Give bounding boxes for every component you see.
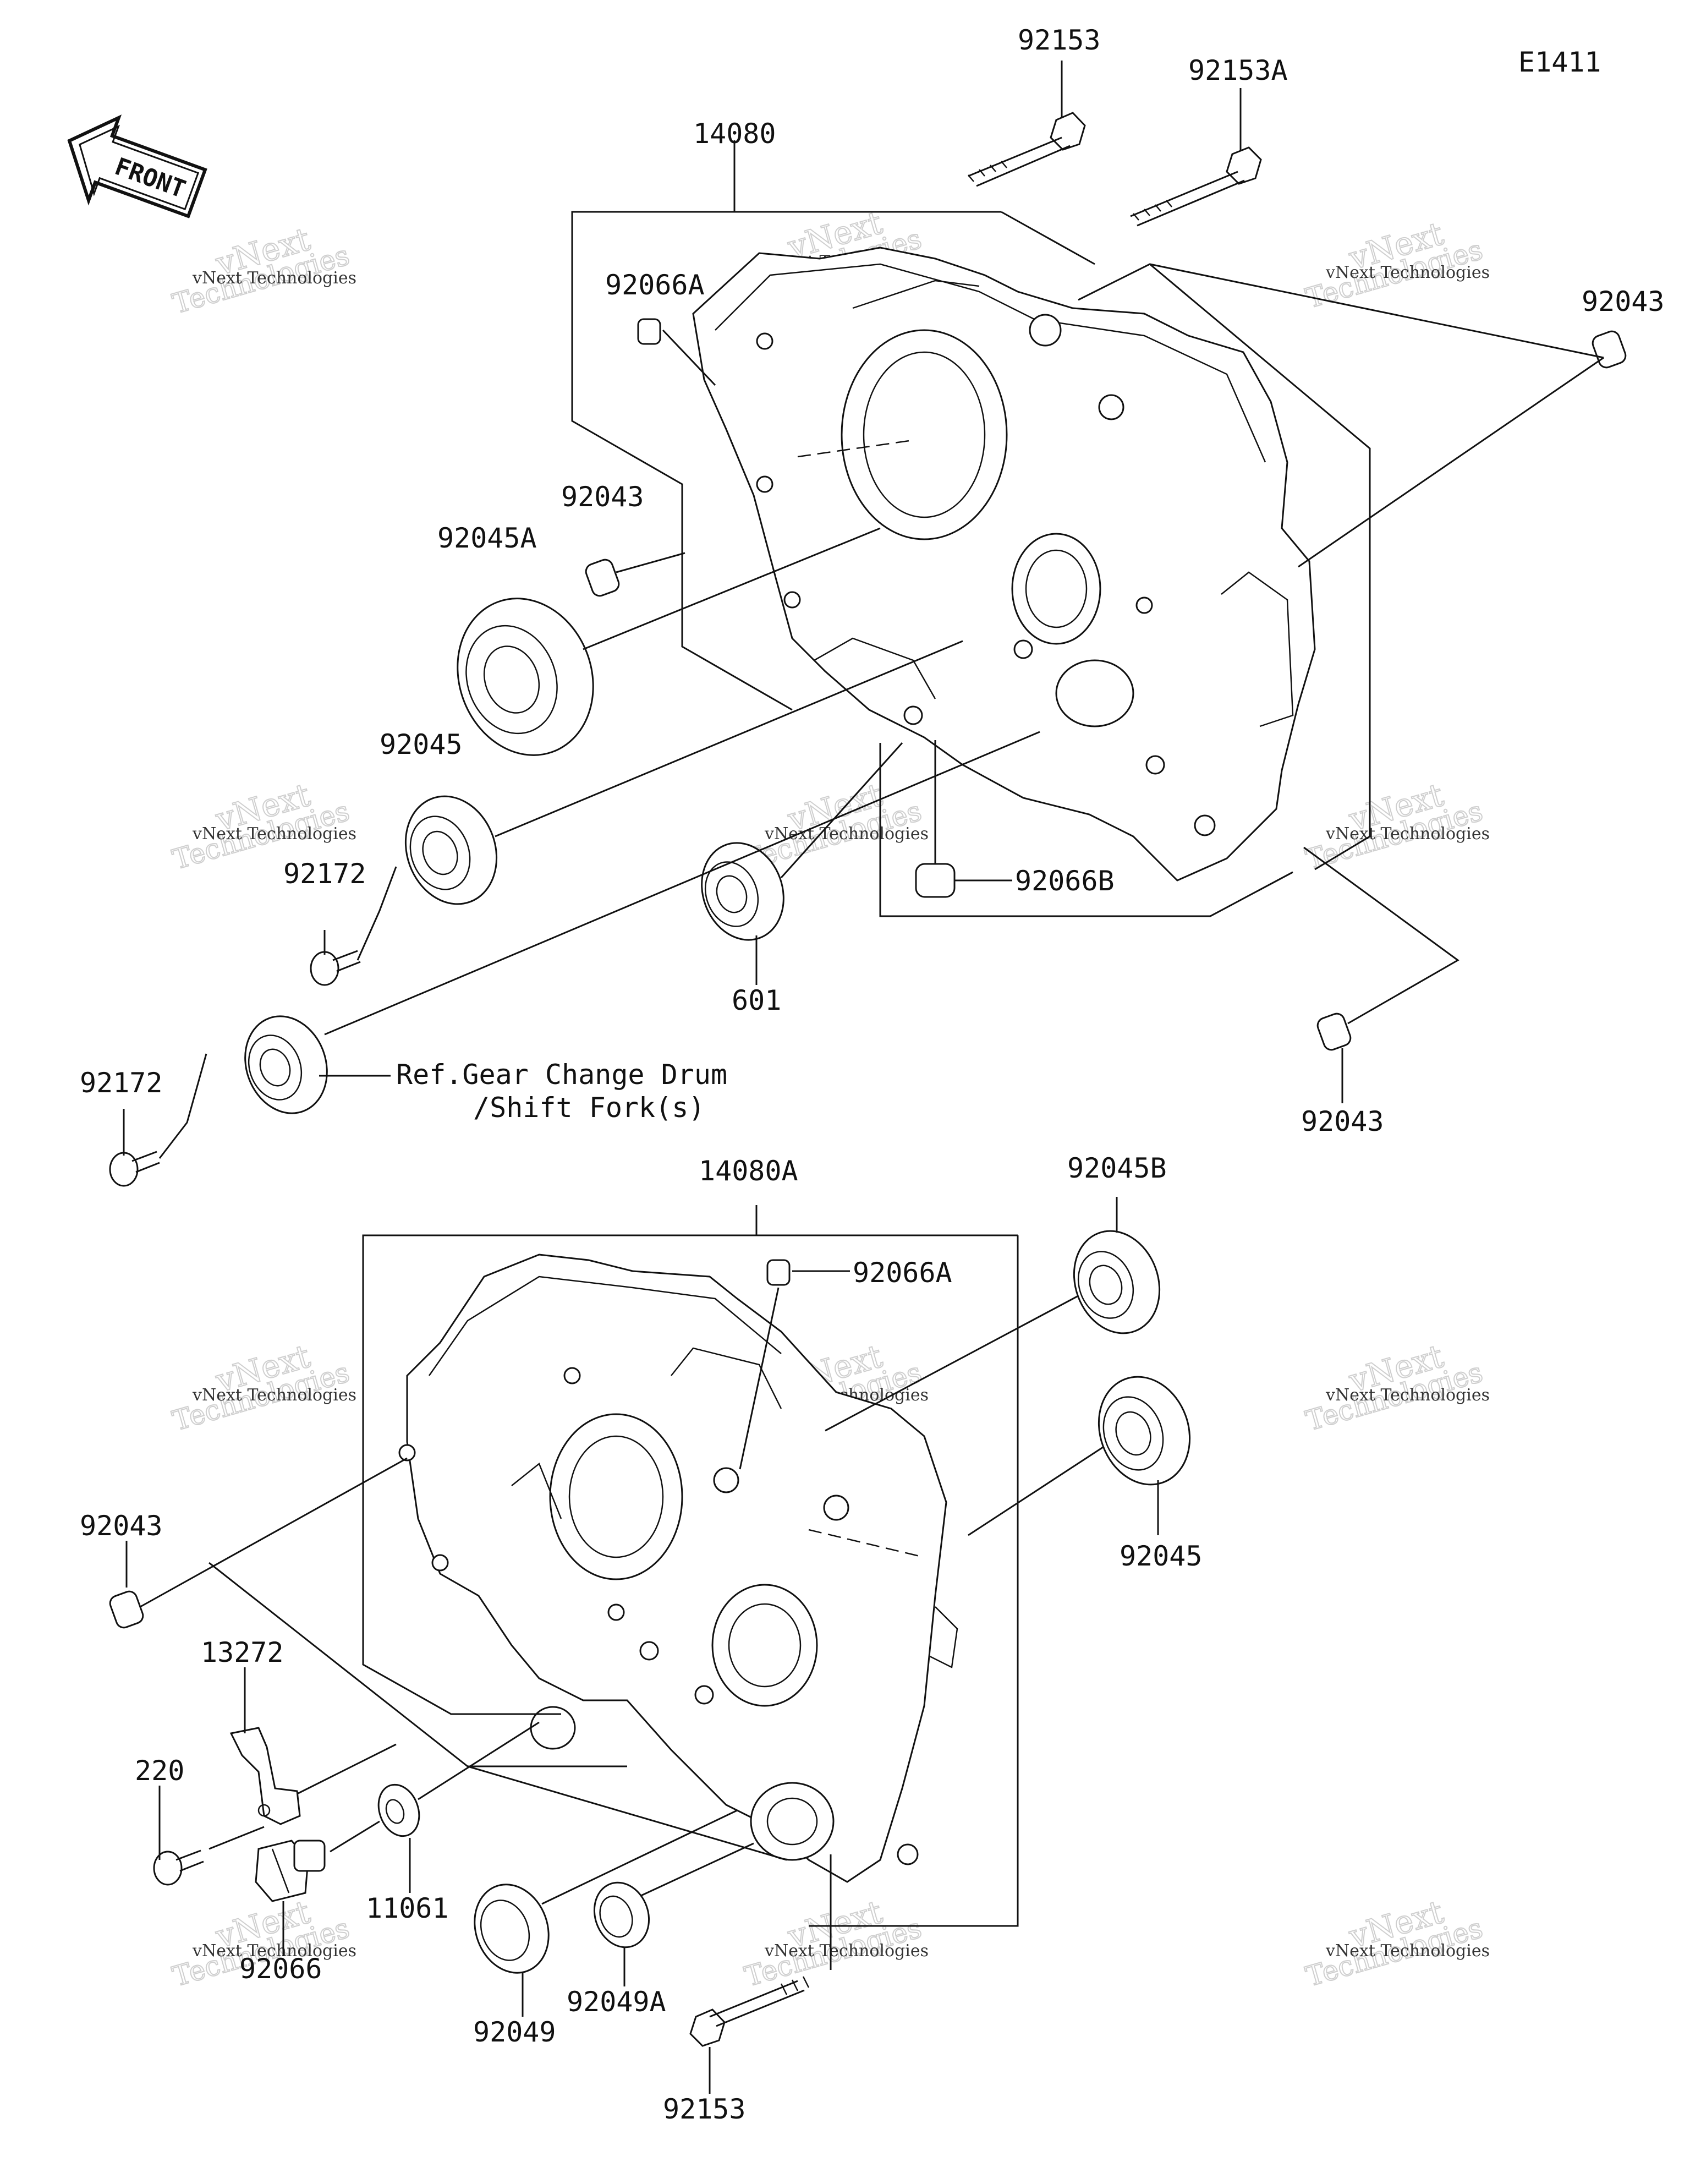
- dowel-92066A-top: [637, 318, 661, 345]
- label-92153A: 92153A: [1188, 54, 1288, 86]
- drain-plug-92066: [255, 1840, 326, 1902]
- watermark-text: vNext Technologies: [764, 1941, 929, 1961]
- watermark-text: vNext Technologies: [1325, 1941, 1490, 1961]
- diagram-code: E1411: [1518, 46, 1601, 78]
- leader-lines: [123, 61, 1604, 2094]
- bearing-601: [701, 842, 784, 941]
- washer-11061: [377, 1783, 420, 1837]
- label-92045-right: 92045: [1120, 1540, 1203, 1572]
- screw-92172-b: [109, 1151, 160, 1187]
- label-92172-a: 92172: [283, 858, 366, 890]
- label-92045B: 92045B: [1067, 1152, 1167, 1184]
- label-92045-left: 92045: [380, 729, 463, 760]
- bracket-13272: [229, 1727, 301, 1825]
- dowel-92066A-bottom: [766, 1259, 791, 1286]
- oil-seal-92049: [474, 1884, 550, 1974]
- label-14080A: 14080A: [699, 1155, 798, 1187]
- label-13272: 13272: [201, 1636, 284, 1668]
- label-220: 220: [135, 1755, 184, 1787]
- dowel-92043-lower-right: [1316, 1012, 1352, 1051]
- label-92049A: 92049A: [567, 1986, 666, 2018]
- dowel-92043-right: [1592, 330, 1627, 369]
- label-92045A: 92045A: [437, 522, 537, 554]
- label-11061: 11061: [366, 1892, 449, 1924]
- watermark-text: vNext Technologies: [1325, 824, 1490, 844]
- watermark-text: vNext Technologies: [192, 1386, 356, 1405]
- label-ref-line1: Ref.Gear Change Drum: [396, 1059, 727, 1091]
- crankcase-upper: [692, 247, 1316, 882]
- dowel-92043-mid: [585, 559, 620, 597]
- watermark-text: vNext Technologies: [192, 824, 356, 844]
- watermark: vNext Technologies vNext Technologies: [168, 220, 356, 320]
- label-92066B: 92066B: [1015, 865, 1115, 897]
- watermark: vNext Technologies vNext Technologies: [1302, 1337, 1490, 1437]
- part-labels: 92153 92153A 14080 92066A 92043 92043 92…: [80, 24, 1665, 2125]
- bearing-92045-left: [404, 795, 498, 905]
- screw-220: [153, 1849, 204, 1886]
- bolt-92153-bottom: [689, 1976, 810, 2047]
- oil-seal-92049A: [593, 1881, 650, 1948]
- label-92066A-bottom: 92066A: [853, 1257, 952, 1289]
- watermark-text: vNext Technologies: [192, 1941, 356, 1961]
- watermark: vNext Technologies vNext Technologies: [168, 1337, 356, 1437]
- label-92043-mid: 92043: [561, 481, 644, 513]
- watermark-text: vNext Technologies: [192, 269, 356, 288]
- label-601: 601: [732, 984, 781, 1016]
- label-14080: 14080: [693, 118, 776, 150]
- bolt-92153-top: [968, 112, 1086, 187]
- bolt-92153A: [1130, 146, 1262, 227]
- watermark: vNext Technologies vNext Technologies: [740, 1892, 929, 1993]
- label-92172-b: 92172: [80, 1067, 163, 1099]
- label-92043-right: 92043: [1582, 286, 1665, 318]
- bearing-92045B: [1073, 1230, 1161, 1334]
- label-92153-top: 92153: [1018, 24, 1101, 56]
- watermark-text: vNext Technologies: [1325, 263, 1490, 282]
- label-92049: 92049: [473, 2016, 556, 2048]
- front-arrow-icon: FRONT: [67, 114, 207, 218]
- dowel-92043-left: [109, 1590, 144, 1629]
- screw-92172-a: [310, 950, 361, 986]
- label-ref-line2: /Shift Fork(s): [473, 1092, 705, 1124]
- label-92043-left: 92043: [80, 1510, 163, 1542]
- label-92153-bottom: 92153: [663, 2093, 746, 2125]
- bearing-92045A: [457, 598, 594, 756]
- label-92066A-top: 92066A: [605, 269, 705, 301]
- watermark-text: vNext Technologies: [1325, 1386, 1490, 1405]
- bearing-gear-change-drum: [244, 1015, 328, 1114]
- watermark-text: vNext Technologies: [764, 824, 929, 844]
- dowel-92066B: [915, 863, 956, 898]
- label-92043-lower-right: 92043: [1301, 1105, 1384, 1137]
- watermark: vNext Technologies vNext Technologies: [1302, 1892, 1490, 1993]
- bearing-92045-right: [1098, 1376, 1191, 1486]
- label-92066: 92066: [239, 1953, 322, 1985]
- watermark: vNext Technologies vNext Technologies: [1302, 214, 1490, 315]
